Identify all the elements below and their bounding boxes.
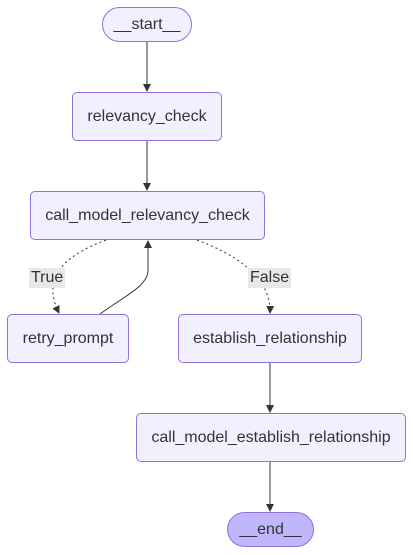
call-model-relevancy-check-node: call_model_relevancy_check <box>30 191 265 240</box>
edge-retry-prompt-to-call-model-relevancy-check <box>99 240 152 315</box>
false-edge-label: False <box>248 268 292 288</box>
call-model-establish-relationship-node: call_model_establish_relationship <box>136 413 406 462</box>
end-node: __end__ <box>227 512 314 547</box>
true-edge-label: True <box>29 268 66 288</box>
edge-call-model-relevancy-check-to-establish-relationship <box>196 239 275 314</box>
start-node: __start__ <box>102 7 192 42</box>
retry-prompt-node: retry_prompt <box>7 314 129 363</box>
relevancy-check-node: relevancy_check <box>72 92 222 141</box>
establish-relationship-node: establish_relationship <box>178 314 362 363</box>
edge-call-model-relevancy-check-to-retry-prompt <box>52 239 107 314</box>
